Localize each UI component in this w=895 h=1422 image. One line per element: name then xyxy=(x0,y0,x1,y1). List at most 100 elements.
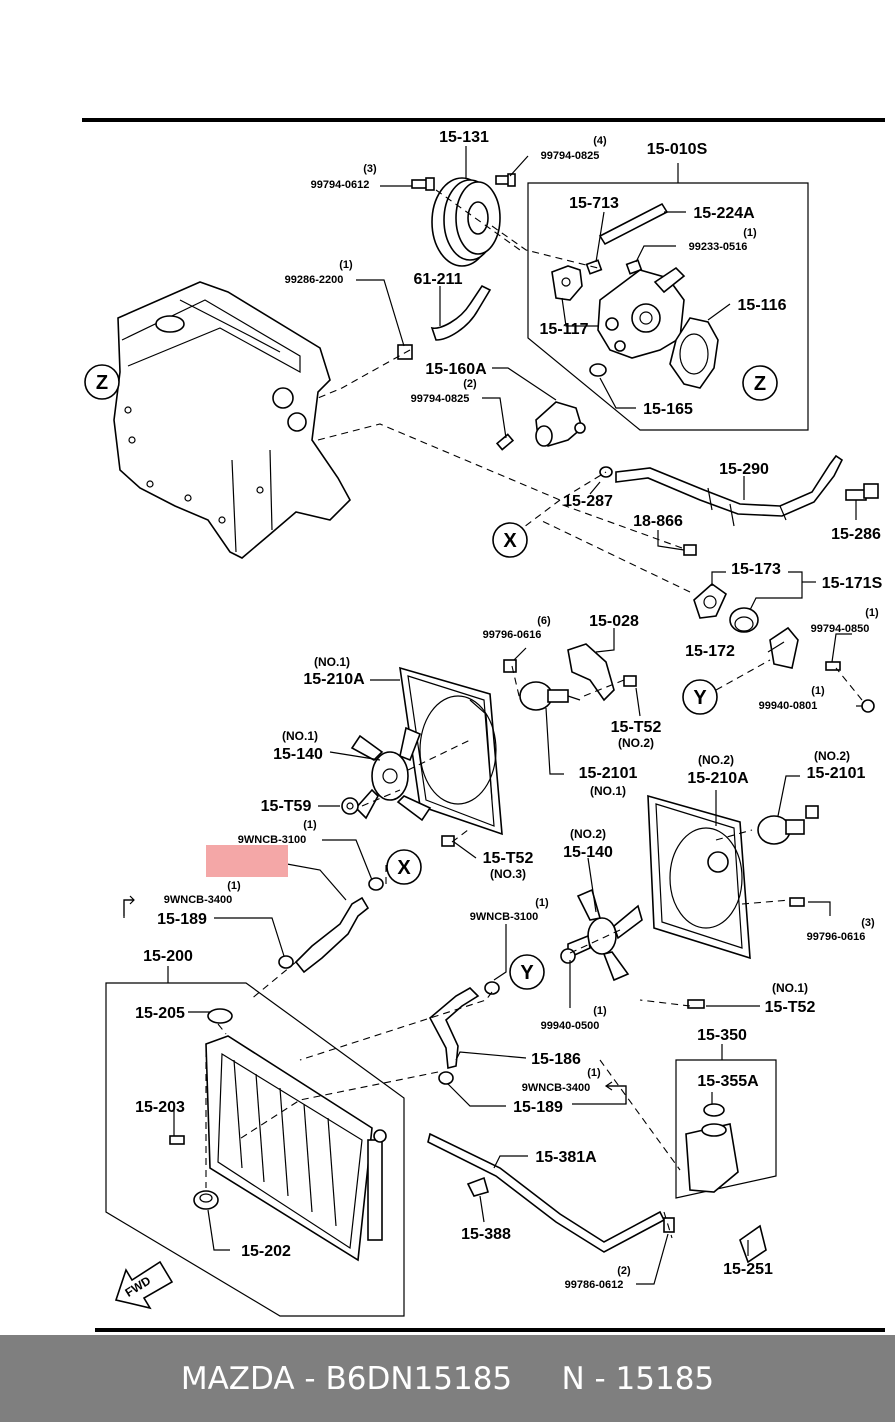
label-99796-0616-6-qty: (6) xyxy=(537,615,551,627)
svg-text:X: X xyxy=(397,857,411,879)
clamp-9wncb-3100-b xyxy=(484,981,500,995)
label-15-202: 15-202 xyxy=(241,1243,291,1260)
cover-15-171S xyxy=(769,626,799,669)
label-15-224A: 15-224A xyxy=(693,205,755,222)
label-no1-b: (NO.1) xyxy=(282,729,318,743)
motor-15-2101-no1 xyxy=(519,681,581,711)
label-15-140-no1: 15-140 xyxy=(273,746,323,763)
label-15-173: 15-173 xyxy=(731,561,781,578)
label-15-388: 15-388 xyxy=(461,1226,511,1243)
label-15-251: 15-251 xyxy=(723,1261,773,1278)
label-99794-0850-qty: (1) xyxy=(865,607,879,619)
label-15-350: 15-350 xyxy=(697,1027,747,1044)
label-15-210A-1: 15-210A xyxy=(303,671,365,688)
label-9wncb-3400-b-qty: (1) xyxy=(587,1067,601,1079)
label-15-165: 15-165 xyxy=(643,401,693,418)
label-99940-0500-qty: (1) xyxy=(593,1005,607,1017)
label-15-290: 15-290 xyxy=(719,461,769,478)
reservoir-box-15-350 xyxy=(675,1059,777,1199)
connection-lines xyxy=(205,189,863,1239)
nut-99940-0801 xyxy=(861,699,875,713)
label-99940-0801: 99940-0801 xyxy=(759,700,818,712)
cap-15-355A xyxy=(703,1103,725,1117)
label-61-211: 61-211 xyxy=(414,271,463,288)
label-15-160A: 15-160A xyxy=(425,361,487,378)
parts-exploded-diagram: Z Z X X Y Y FWD 15-131 (4) 99794-0825 15… xyxy=(82,118,885,1332)
label-99794-0850: 99794-0850 xyxy=(811,623,870,635)
mount-15-202 xyxy=(193,1190,219,1210)
label-15-028: 15-028 xyxy=(589,613,639,630)
label-15-140-no2: 15-140 xyxy=(563,844,613,861)
label-99233-qty: (1) xyxy=(743,227,757,239)
label-99286-2200: 99286-2200 xyxy=(285,274,344,286)
label-no2-d: (NO.2) xyxy=(570,827,606,841)
motor-15-2101-no2 xyxy=(757,805,819,845)
gasket-15-173 xyxy=(693,582,728,619)
fan-15-140-no2 xyxy=(567,888,643,982)
label-15-200: 15-200 xyxy=(143,948,193,965)
circle-y-top: Y xyxy=(682,679,718,715)
label-15-205: 15-205 xyxy=(135,1005,185,1022)
pulley-drawing xyxy=(431,177,501,267)
top-rule xyxy=(82,118,885,122)
fan-shroud-no1 xyxy=(399,666,503,836)
bolt-15-T52-no1 xyxy=(687,999,705,1009)
label-15-2101-no1: 15-2101 xyxy=(579,765,638,782)
bottom-rule xyxy=(95,1328,885,1332)
label-15-T52-no3: 15-T52 xyxy=(483,850,534,867)
label-99233-0516: 99233-0516 xyxy=(689,241,748,253)
label-no1-c: (NO.1) xyxy=(590,784,626,798)
label-99794-0612-qty: (3) xyxy=(363,163,377,175)
housing-15-160A xyxy=(535,401,586,447)
label-99794-0825-4: 99794-0825 xyxy=(541,150,600,162)
label-9wncb-3100-b: 9WNCB-3100 xyxy=(470,911,538,923)
label-99794-0612: 99794-0612 xyxy=(311,179,370,191)
svg-text:Y: Y xyxy=(693,687,707,709)
label-no2-c: (NO.2) xyxy=(814,749,850,763)
bracket-15-117 xyxy=(551,265,583,301)
label-no2-b: (NO.2) xyxy=(698,753,734,767)
bolt-15-T52-no2 xyxy=(623,675,637,687)
label-15-131: 15-131 xyxy=(439,129,489,146)
label-9wncb-3400-a: 9WNCB-3400 xyxy=(164,894,232,906)
circle-x-mid: X xyxy=(386,849,422,885)
label-15-010S: 15-010S xyxy=(647,141,708,158)
label-15-117: 15-117 xyxy=(540,321,589,338)
svg-text:Z: Z xyxy=(96,372,108,394)
label-15-189-b: 15-189 xyxy=(513,1099,563,1116)
clamp-9wncb-3100-a xyxy=(368,877,384,891)
label-99286-qty: (1) xyxy=(339,259,353,271)
label-15-T59: 15-T59 xyxy=(261,798,312,815)
label-15-186: 15-186 xyxy=(531,1051,581,1068)
label-15-116: 15-116 xyxy=(738,297,787,314)
bolt-99796-0616-three xyxy=(789,897,805,907)
sensor-99286-2200 xyxy=(397,344,413,360)
label-15-171S: 15-171S xyxy=(822,575,883,592)
label-99786-0612: 99786-0612 xyxy=(565,1279,624,1291)
label-99796-0616-3-qty: (3) xyxy=(861,917,875,929)
label-no1-d: (NO.1) xyxy=(772,981,808,995)
nut-99940-0500 xyxy=(560,948,576,964)
label-15-287: 15-287 xyxy=(563,493,613,510)
label-15-381A: 15-381A xyxy=(535,1149,597,1166)
bolt-99794-0850 xyxy=(825,661,841,671)
bracket-15-251 xyxy=(739,1224,767,1264)
svg-text:Z: Z xyxy=(754,373,766,395)
label-no2-a: (NO.2) xyxy=(618,736,654,750)
label-99794-0825-2-qty: (2) xyxy=(463,378,477,390)
footer-sep-1: - xyxy=(294,1360,326,1397)
svg-text:X: X xyxy=(503,530,517,552)
nut-15-T59 xyxy=(341,797,359,815)
clamp-9wncb-3400-a xyxy=(278,955,294,969)
label-no3: (NO.3) xyxy=(490,867,526,881)
label-99796-0616-3: 99796-0616 xyxy=(807,931,866,943)
bolt-99794-0825-mid xyxy=(495,433,515,451)
circle-z-right: Z xyxy=(742,365,778,401)
footer-ref: N - 15185 xyxy=(561,1360,715,1397)
label-9wncb-3400-b: 9WNCB-3400 xyxy=(522,1082,590,1094)
arrow-mark-a xyxy=(123,895,135,916)
label-15-2101-no2: 15-2101 xyxy=(807,765,866,782)
thermostat-15-172 xyxy=(729,607,759,633)
label-9wncb-3400-a-qty: (1) xyxy=(227,880,241,892)
bracket-15-028 xyxy=(567,643,615,702)
